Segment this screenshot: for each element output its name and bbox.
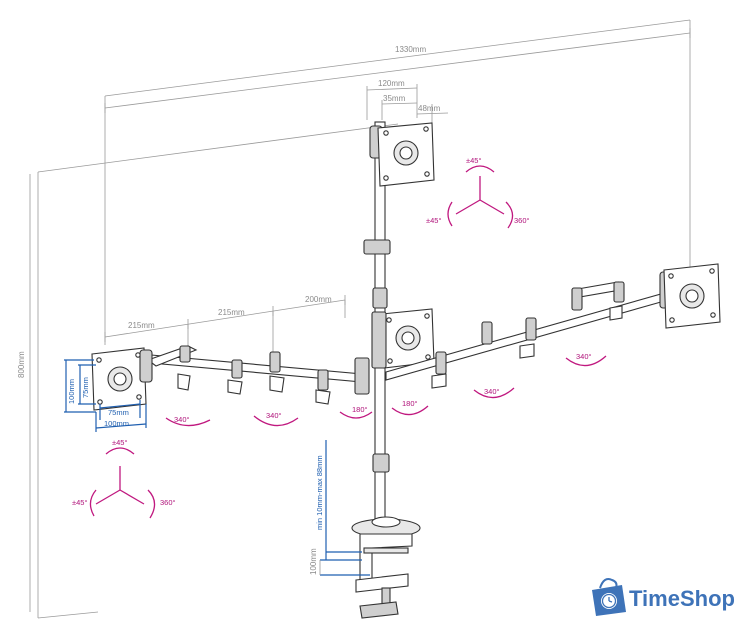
arm-left-1-label: 340° bbox=[174, 415, 190, 424]
arm-left-2-label: 340° bbox=[266, 411, 282, 420]
bl-tilt-label: ±45° bbox=[112, 438, 127, 447]
left-arm bbox=[139, 345, 370, 405]
tr-rotate-label: 360° bbox=[514, 216, 530, 225]
top-right-rotation-icon bbox=[447, 165, 514, 229]
middle-vesa-plate bbox=[371, 308, 435, 369]
arm-rotation-arcs bbox=[165, 355, 607, 427]
dimension-frame bbox=[29, 19, 691, 619]
overall-height-label: 800mm bbox=[17, 351, 26, 378]
arm-right-2-label: 340° bbox=[576, 352, 592, 361]
vesa-75-vertical-label: 75mm bbox=[81, 377, 90, 398]
clamp-annotation bbox=[319, 440, 370, 576]
tr-tilt-label: ±45° bbox=[466, 156, 481, 165]
vesa-dimension-lines bbox=[64, 359, 147, 432]
tr-swivel-label: ±45° bbox=[426, 216, 441, 225]
bl-swivel-label: ±45° bbox=[72, 498, 87, 507]
vesa-100-vertical-label: 100mm bbox=[67, 379, 76, 404]
bl-rotate-label: 360° bbox=[160, 498, 176, 507]
center-right-label: 180° bbox=[402, 399, 418, 408]
arm-215a-label: 215mm bbox=[128, 321, 155, 330]
arm-200-label: 200mm bbox=[305, 295, 332, 304]
center-left-label: 180° bbox=[352, 405, 368, 414]
top-vesa-plate bbox=[369, 122, 435, 187]
clock-bag-icon bbox=[592, 578, 626, 616]
left-vesa-plate bbox=[91, 347, 153, 411]
mast-width-label: 120mm bbox=[378, 79, 405, 88]
vesa-100-horizontal-label: 100mm bbox=[104, 419, 129, 428]
bottom-left-rotation-icon bbox=[89, 447, 156, 519]
brand-name: TimeShop bbox=[629, 586, 735, 611]
mast-35-label: 35mm bbox=[383, 94, 406, 103]
overall-width-label: 1330mm bbox=[395, 45, 426, 54]
clamp-depth-label: 100mm bbox=[309, 548, 318, 575]
vesa-75-horizontal-label: 75mm bbox=[108, 408, 129, 417]
arm-215b-label: 215mm bbox=[218, 308, 245, 317]
desk-clamp bbox=[351, 516, 421, 619]
clamp-thickness-label: min 10mm-max 88mm bbox=[315, 455, 324, 530]
timeshop-logo: TimeShop bbox=[592, 578, 735, 616]
arm-right-1-label: 340° bbox=[484, 387, 500, 396]
mast-48-label: 48mm bbox=[418, 104, 441, 113]
right-vesa-plate bbox=[659, 263, 721, 329]
